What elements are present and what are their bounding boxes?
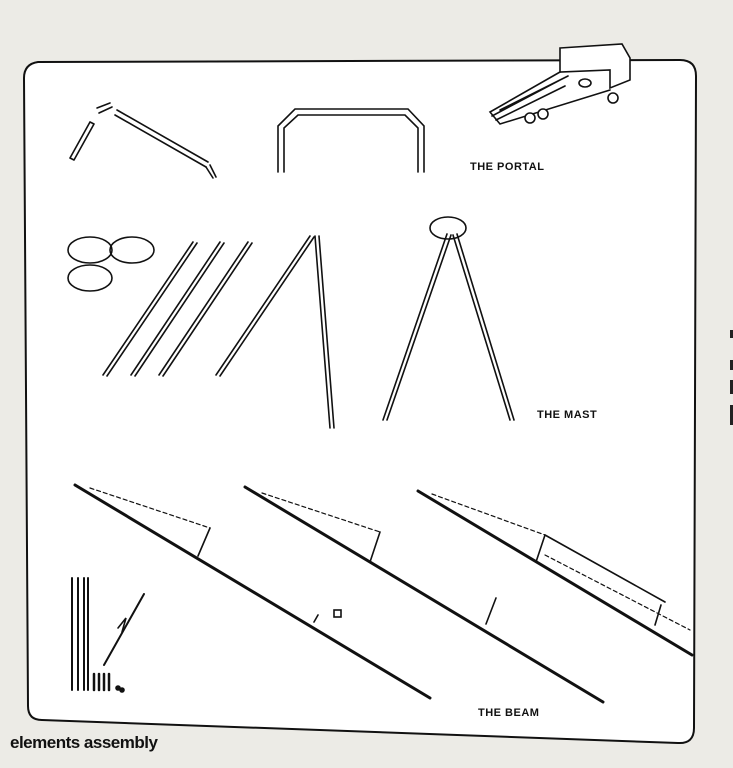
- beam-parts: [71, 483, 694, 704]
- sheet-frame: [22, 58, 698, 745]
- truck-icon: [488, 43, 631, 125]
- portal-label: THE PORTAL: [470, 161, 545, 173]
- mast-parts: [67, 216, 515, 429]
- diagram-caption: elements assembly: [10, 733, 158, 752]
- portal-parts: [69, 102, 425, 179]
- beam-label: THE BEAM: [478, 707, 540, 719]
- mast-label: THE MAST: [537, 409, 598, 421]
- edge-marks: [730, 330, 733, 425]
